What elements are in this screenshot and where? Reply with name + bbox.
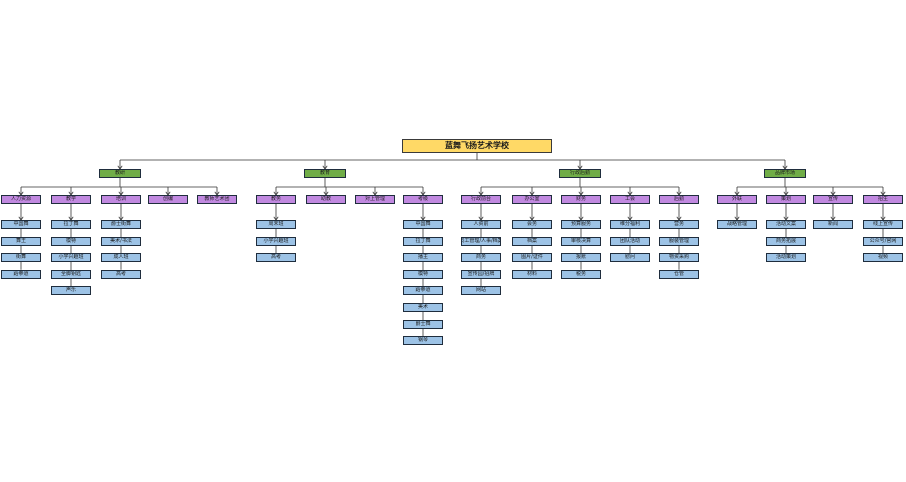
unit-node: 高考	[256, 253, 296, 263]
unit-node: 拉丁舞	[403, 236, 443, 246]
unit-node: 全脚钥匙	[51, 269, 91, 279]
unit-node: 营务	[659, 220, 699, 229]
unit-node: 活动策划	[766, 253, 806, 263]
department-node: 教研	[99, 169, 141, 178]
unit-node: 小学兴趣班	[51, 253, 91, 263]
division-node: 外联	[717, 195, 757, 204]
division-node: 教学	[51, 195, 91, 204]
unit-node: 高考	[101, 269, 141, 279]
unit-node: 预算服务	[561, 220, 601, 229]
division-node: 助教	[306, 195, 346, 204]
unit-node: 维分福利	[610, 220, 650, 229]
unit-node: 美术	[403, 303, 443, 312]
unit-node: 公众号/官网	[863, 236, 903, 246]
division-node: 宣传	[813, 195, 853, 204]
unit-node: 材料	[512, 269, 552, 279]
unit-node: 线上宣传	[863, 220, 903, 229]
unit-node: 图片/证件	[512, 253, 552, 263]
unit-node: 商务拓展	[766, 236, 806, 246]
division-node: 策划	[766, 195, 806, 204]
unit-node: 中国舞	[403, 220, 443, 229]
division-node: 财务	[561, 195, 601, 204]
division-node: 考级	[403, 195, 443, 204]
division-node: 对上管理	[355, 195, 395, 204]
unit-node: 小学兴趣班	[256, 236, 296, 246]
unit-node: 成人班	[101, 253, 141, 263]
unit-node: 模特	[51, 236, 91, 246]
division-node: 行政前台	[461, 195, 501, 204]
division-node: 创编	[148, 195, 188, 204]
unit-node: 周末班	[256, 220, 296, 229]
unit-node: 服装管理	[659, 236, 699, 246]
unit-node: 视频	[863, 253, 903, 263]
department-node: 品牌市场	[764, 169, 806, 178]
division-node: 培训	[101, 195, 141, 204]
root-node: 蓝舞飞扬艺术学校	[402, 139, 552, 153]
unit-node: 仓管	[659, 269, 699, 279]
unit-node: 新闻	[813, 220, 853, 229]
unit-node: 爵士舞	[403, 319, 443, 329]
unit-node: 商务	[461, 253, 501, 263]
unit-node: 爵士街舞	[101, 220, 141, 229]
division-node: 招生	[863, 195, 903, 204]
unit-node: 中国舞	[1, 220, 41, 229]
unit-node: 报账	[561, 253, 601, 263]
division-node: 教务	[256, 195, 296, 204]
division-node: 后勤	[659, 195, 699, 204]
unit-node: 物资采购	[659, 253, 699, 263]
unit-node: 会务	[512, 220, 552, 229]
unit-node: 美术/书法	[101, 236, 141, 246]
unit-node: 战略管理	[717, 220, 757, 229]
unit-node: 网站	[461, 286, 501, 296]
unit-node: 舞王	[1, 236, 41, 246]
unit-node: 钢琴	[403, 336, 443, 346]
unit-node: 档案	[512, 236, 552, 246]
unit-node: 员工管理/人事/档案	[461, 236, 501, 246]
unit-node: 播主	[403, 253, 443, 263]
unit-node: 人资前	[461, 220, 501, 229]
department-node: 教育	[304, 169, 346, 178]
unit-node: 审核决算	[561, 236, 601, 246]
department-node: 行政后勤	[559, 169, 601, 178]
unit-node: 声乐	[51, 286, 91, 296]
division-node: 办公室	[512, 195, 552, 204]
division-node: 教师艺术团	[197, 195, 237, 204]
unit-node: 街舞	[1, 253, 41, 263]
unit-node: 宣传园/招牌	[461, 269, 501, 279]
unit-node: 团队活动	[610, 236, 650, 246]
division-node: 人力资源	[1, 195, 41, 204]
unit-node: 跆拳道	[1, 269, 41, 279]
unit-node: 活动文案	[766, 220, 806, 229]
division-node: 工会	[610, 195, 650, 204]
unit-node: 跆拳道	[403, 286, 443, 296]
unit-node: 税务	[561, 269, 601, 279]
unit-node: 模特	[403, 269, 443, 279]
unit-node: 拉丁舞	[51, 220, 91, 229]
unit-node: 慰问	[610, 253, 650, 263]
